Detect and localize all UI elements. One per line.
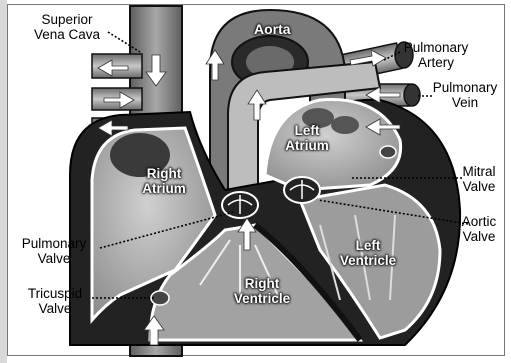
label-pulmonary-artery: Pulmonary Artery [396, 40, 476, 70]
mitral-valve-graphic [380, 146, 396, 158]
pulmonary-valve-graphic [222, 192, 258, 218]
label-left-ventricle: Left Ventricle [330, 238, 406, 268]
aortic-valve-graphic [284, 177, 320, 203]
label-mitral-valve: Mitral Valve [456, 164, 502, 194]
label-pulmonary-valve: Pulmonary Valve [12, 236, 96, 266]
label-pulmonary-vein: Pulmonary Vein [428, 80, 502, 110]
label-right-ventricle: Right Ventricle [224, 276, 300, 306]
label-right-atrium: Right Atrium [136, 166, 192, 196]
label-left-atrium: Left Atrium [282, 123, 332, 153]
label-tricuspid-valve: Tricuspid Valve [18, 286, 92, 316]
label-aorta: Aorta [254, 22, 291, 37]
label-aortic-valve: Aortic Valve [456, 214, 502, 244]
label-superior-vena-cava: Superior Vena Cava [30, 12, 104, 42]
